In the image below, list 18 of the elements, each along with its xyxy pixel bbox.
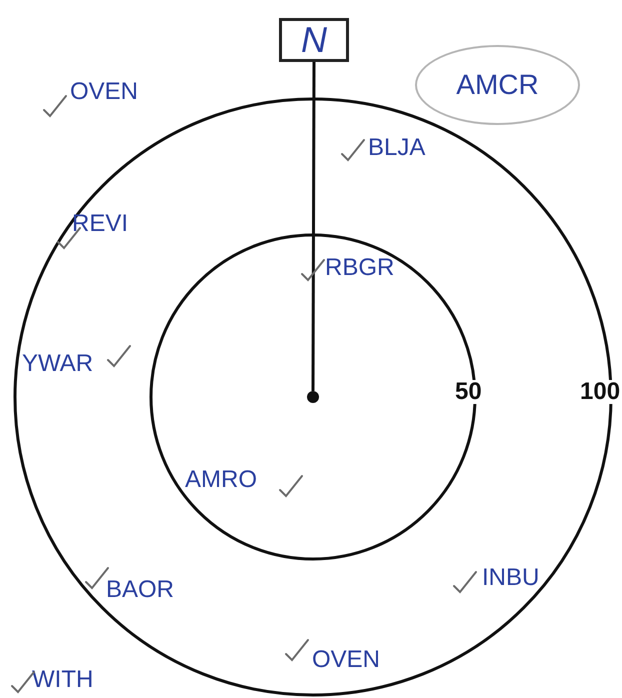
species-code: INBU	[482, 566, 540, 590]
species-code: OVEN	[312, 648, 380, 672]
circled-species-ellipse	[415, 45, 580, 125]
north-label: N	[301, 22, 327, 58]
species-code: AMCR	[456, 71, 539, 99]
species-code: YWAR	[22, 352, 94, 376]
species-code: WITH	[32, 668, 94, 692]
distance-label: 100	[580, 380, 620, 404]
species-code: AMRO	[185, 468, 257, 492]
north-marker-box	[279, 18, 349, 62]
species-code: BLJA	[368, 136, 426, 160]
center-point	[307, 391, 319, 403]
distance-label: 50	[455, 380, 482, 404]
species-code: REVI	[72, 212, 128, 236]
species-code: BAOR	[106, 578, 174, 602]
species-code: RBGR	[325, 256, 394, 280]
species-code: OVEN	[70, 80, 138, 104]
connector-line	[312, 62, 316, 391]
